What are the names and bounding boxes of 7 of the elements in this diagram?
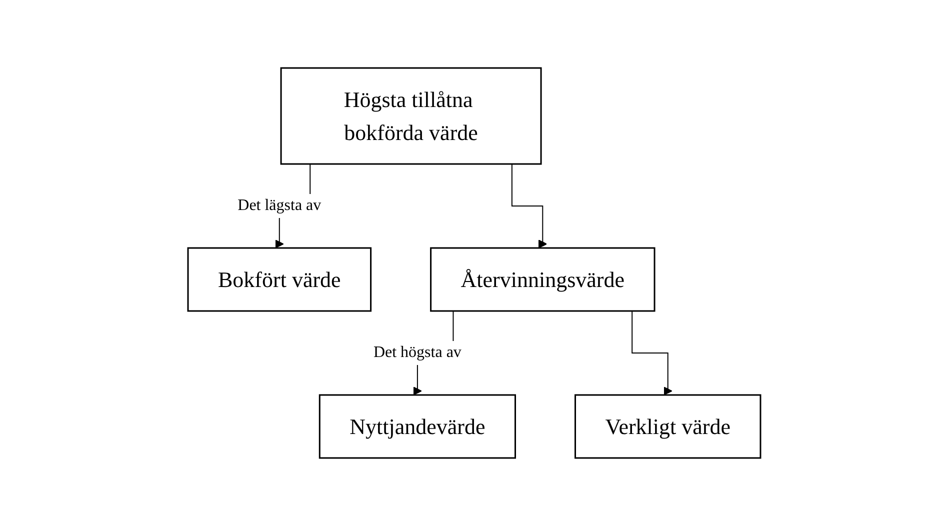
node-box: Nyttjandevärde xyxy=(318,394,516,458)
edge-label: Det lägsta av xyxy=(237,196,321,214)
edge-label: Det högsta av xyxy=(373,343,462,360)
node-box: Högsta tillåtna bokförda värde xyxy=(280,66,542,164)
node-box: Verkligt värde xyxy=(574,394,761,458)
node-box: Bokfört värde xyxy=(187,246,372,312)
node-box: Återvinningsvärde xyxy=(430,246,656,312)
